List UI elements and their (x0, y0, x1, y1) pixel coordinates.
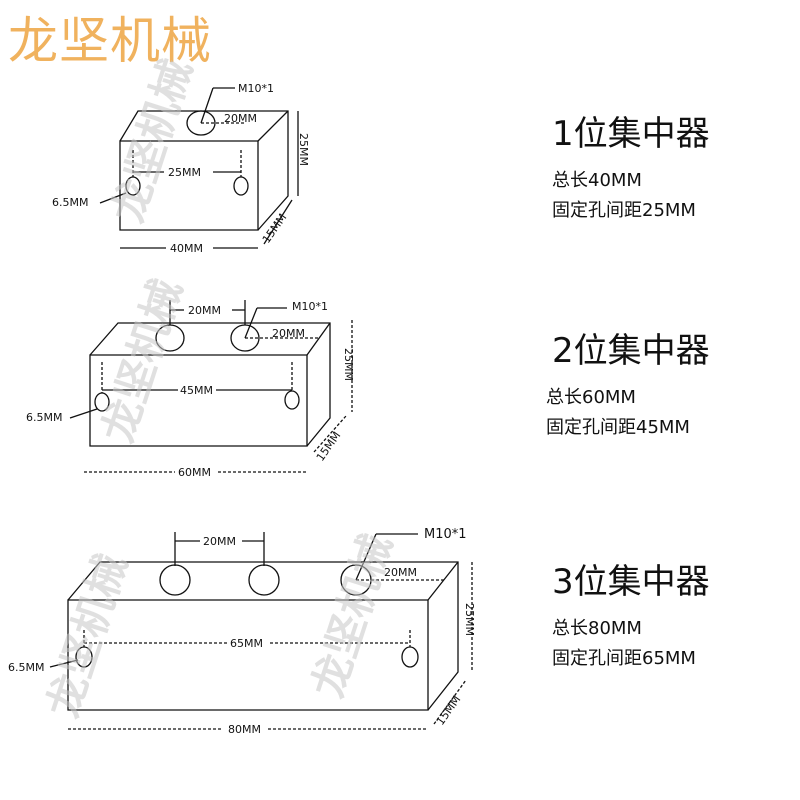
brand-logo-text: 龙坚机械 (8, 12, 212, 70)
watermark-3: 龙坚机械 (38, 548, 137, 723)
block-2-thread-label: M10*1 (292, 300, 328, 313)
product-3-total-length: 总长80MM (552, 618, 642, 639)
block-2-drawing (69, 300, 353, 473)
block-3-drawing (49, 532, 473, 730)
block-2-pitch-label-2: 20MM (272, 327, 305, 340)
block-2-height-label: 25MM (342, 348, 355, 381)
product-1-total-length: 总长40MM (552, 170, 642, 191)
block-3-mount-hole-right (401, 646, 419, 668)
block-1-length-label: 40MM (170, 242, 203, 255)
block-3-pitch-label: 20MM (203, 535, 236, 548)
block-1-port-hole (186, 110, 216, 136)
block-2-length-label: 60MM (178, 466, 211, 479)
block-2-mount-hole-label: 6.5MM (26, 411, 62, 424)
product-1-title: 1位集中器 (552, 114, 710, 154)
product-1-hole-spacing: 固定孔间距25MM (552, 200, 696, 221)
block-3-spacing-label: 65MM (230, 637, 263, 650)
block-3-thread-label: M10*1 (424, 527, 467, 542)
product-2-total-length: 总长60MM (546, 387, 636, 408)
product-2-title: 2位集中器 (552, 331, 710, 371)
watermark-layer: 龙坚机械 龙坚机械 龙坚机械 龙坚机械 (38, 53, 402, 723)
block-3-port-hole-2 (248, 564, 280, 596)
watermark-4: 龙坚机械 (303, 528, 402, 703)
block-2-spacing-label: 45MM (180, 384, 213, 397)
spec-block-3: 3位集中器 总长80MM 固定孔间距65MM (552, 560, 710, 674)
block-1-spacing-label: 25MM (168, 166, 201, 179)
watermark-2: 龙坚机械 (93, 273, 192, 448)
block-1-drawing (99, 87, 299, 249)
block-3-depth-label: 15MM (434, 693, 464, 727)
block-3-length-label: 80MM (228, 723, 261, 736)
block-1-thread-label: M10*1 (238, 82, 274, 95)
block-3-port-hole-1 (159, 564, 191, 596)
block-1-mount-hole-label: 6.5MM (52, 196, 88, 209)
block-1-height-label: 25MM (297, 133, 310, 166)
product-2-hole-spacing: 固定孔间距45MM (546, 417, 690, 438)
block-1-mount-hole-right (233, 176, 249, 196)
block-1-pitch-label: 20MM (224, 112, 257, 125)
block-3-pitch-label-2: 20MM (384, 566, 417, 579)
block-2-mount-hole-right (284, 390, 300, 410)
product-3-hole-spacing: 固定孔间距65MM (552, 648, 696, 669)
block-3-height-label: 25MM (463, 603, 476, 636)
spec-block-2: 2位集中器 总长60MM 固定孔间距45MM (546, 329, 710, 443)
spec-block-1: 1位集中器 总长40MM 固定孔间距25MM (552, 112, 710, 226)
block-1-depth-label: 15MM (260, 211, 290, 245)
block-2-pitch-label: 20MM (188, 304, 221, 317)
product-3-title: 3位集中器 (552, 562, 710, 602)
block-3-mount-hole-label: 6.5MM (8, 661, 44, 674)
